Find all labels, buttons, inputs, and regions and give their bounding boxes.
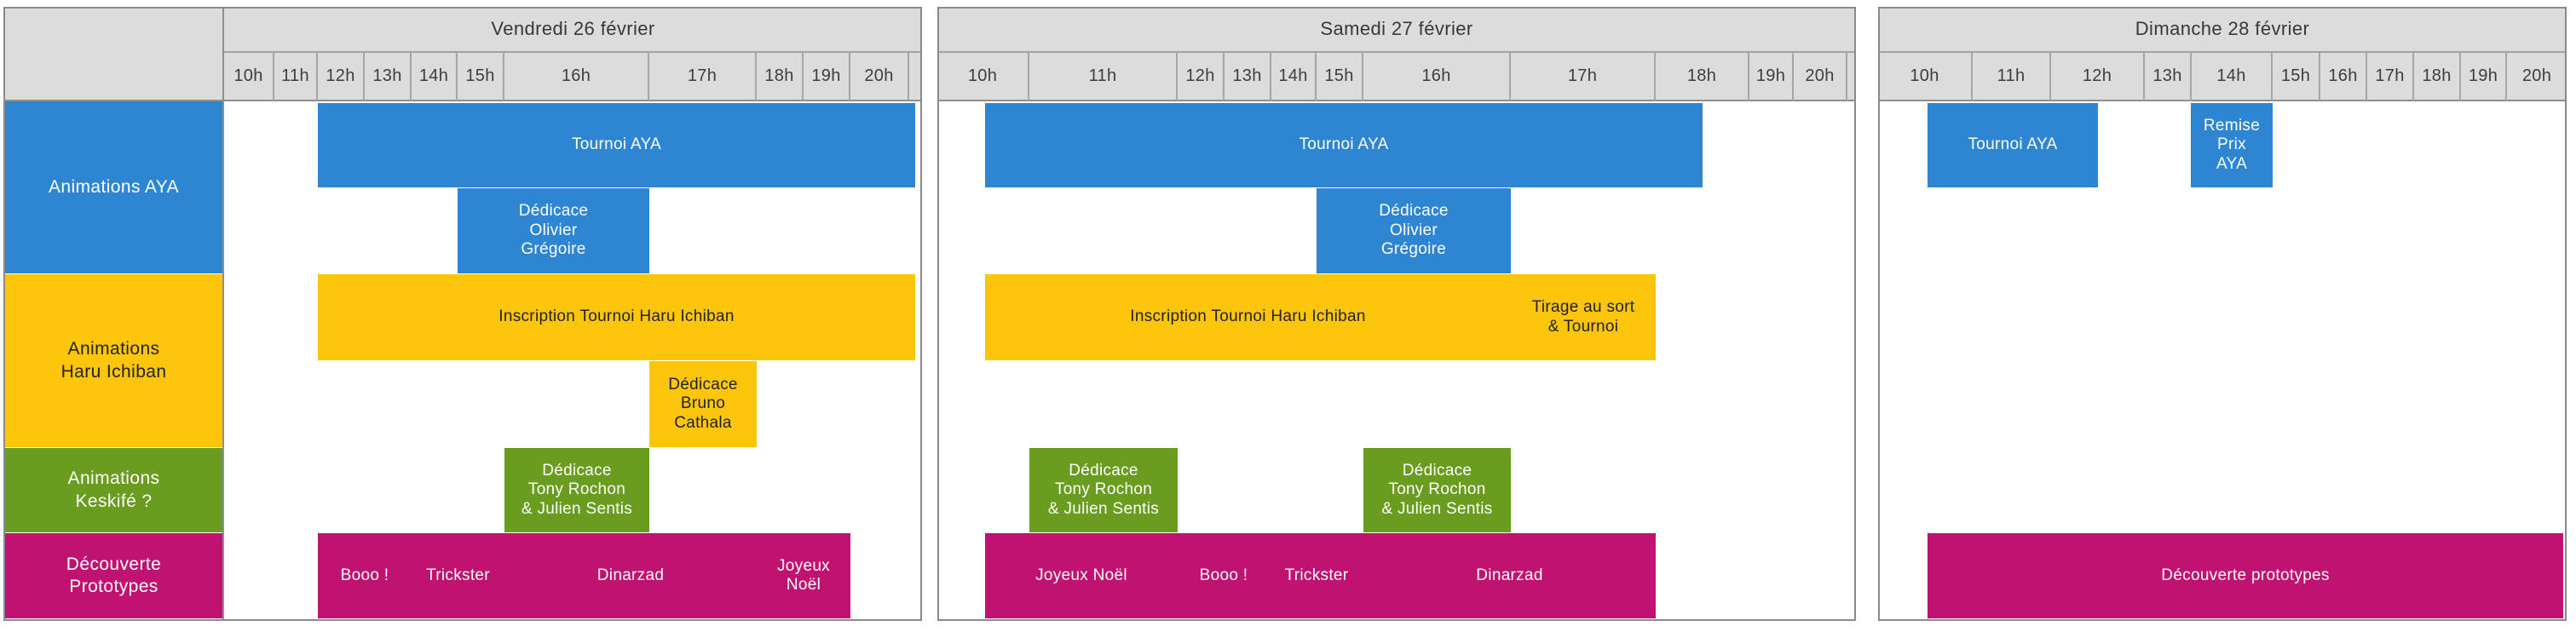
hour-cell-18h: 18h [757, 53, 804, 101]
hour-cell-20h: 20h [850, 53, 909, 101]
event-block: Booo ! [318, 533, 412, 618]
hour-cell-20h: 20h [1794, 53, 1847, 101]
event-block: Remise Prix AYA [2191, 103, 2273, 187]
event-block: Trickster [1270, 533, 1363, 618]
hour-cell-16h: 16h [504, 53, 649, 101]
event-block: Dédicace Olivier Grégoire [1317, 188, 1511, 273]
hour-cell-13h: 13h [2145, 53, 2192, 101]
hour-cell-17h: 17h [1511, 53, 1656, 101]
legend-cell-haru: Animations Haru Ichiban [3, 274, 224, 447]
hour-cell-blank [909, 53, 922, 101]
event-block: Dédicace Tony Rochon & Julien Sentis [504, 448, 649, 532]
event-block: Booo ! [1178, 533, 1270, 618]
hour-cell-15h: 15h [1317, 53, 1363, 101]
legend-cell-proto: Découverte Prototypes [3, 533, 224, 618]
hour-cell-12h: 12h [318, 53, 365, 101]
day-title: Dimanche 28 février [1878, 7, 2567, 53]
event-block: Joyeux Noël [985, 533, 1178, 618]
hour-cell-19h: 19h [2461, 53, 2507, 101]
hour-cell-blank [1847, 53, 1856, 101]
hour-cell-17h: 17h [649, 53, 757, 101]
legend-cell-aya: Animations AYA [3, 101, 224, 273]
hour-cell-19h: 19h [804, 53, 850, 101]
hour-cell-13h: 13h [365, 53, 412, 101]
hour-cell-16h: 16h [2320, 53, 2367, 101]
hour-cell-16h: 16h [1363, 53, 1511, 101]
event-block: Découverte prototypes [1928, 533, 2563, 618]
hour-cell-12h: 12h [1178, 53, 1225, 101]
hour-cell-14h: 14h [1271, 53, 1317, 101]
event-block: Dinarzad [1363, 533, 1656, 618]
event-block: Tournoi AYA [985, 103, 1703, 187]
hour-cell-18h: 18h [1656, 53, 1749, 101]
hour-cell-10h: 10h [937, 53, 1029, 101]
event-block: Trickster [412, 533, 504, 618]
event-block: Dédicace Tony Rochon & Julien Sentis [1363, 448, 1511, 532]
event-block: Dédicace Olivier Grégoire [458, 188, 649, 273]
event-block: Dédicace Tony Rochon & Julien Sentis [1029, 448, 1178, 532]
hour-cell-14h: 14h [412, 53, 458, 101]
hour-cell-11h: 11h [274, 53, 318, 101]
hour-cell-15h: 15h [458, 53, 504, 101]
legend-column-divider [222, 7, 224, 619]
event-block: Inscription Tournoi Haru Ichiban [985, 274, 1511, 360]
event-block: Tournoi AYA [1928, 103, 2098, 187]
hour-cell-19h: 19h [1749, 53, 1794, 101]
hour-cell-15h: 15h [2273, 53, 2320, 101]
hour-cell-11h: 11h [1973, 53, 2051, 101]
day-title: Samedi 27 février [937, 7, 1856, 53]
event-block: Dinarzad [504, 533, 757, 618]
event-block: Tirage au sort & Tournoi [1511, 274, 1656, 360]
legend-header-cell [3, 7, 224, 101]
hour-cell-12h: 12h [2051, 53, 2145, 101]
hour-cell-10h: 10h [1878, 53, 1973, 101]
event-block: Tournoi AYA [318, 103, 915, 187]
event-block: Joyeux Noël [757, 533, 850, 618]
legend-cell-keskife: Animations Keskifé ? [3, 448, 224, 532]
hour-cell-20h: 20h [2507, 53, 2567, 101]
day-title: Vendredi 26 février [224, 7, 922, 53]
event-block: Inscription Tournoi Haru Ichiban [318, 274, 915, 360]
hour-cell-13h: 13h [1225, 53, 1271, 101]
hour-cell-11h: 11h [1029, 53, 1178, 101]
event-block: Dédicace Bruno Cathala [649, 361, 757, 447]
hour-cell-14h: 14h [2192, 53, 2273, 101]
hour-cell-10h: 10h [224, 53, 274, 101]
hour-cell-18h: 18h [2414, 53, 2461, 101]
hour-cell-17h: 17h [2367, 53, 2414, 101]
